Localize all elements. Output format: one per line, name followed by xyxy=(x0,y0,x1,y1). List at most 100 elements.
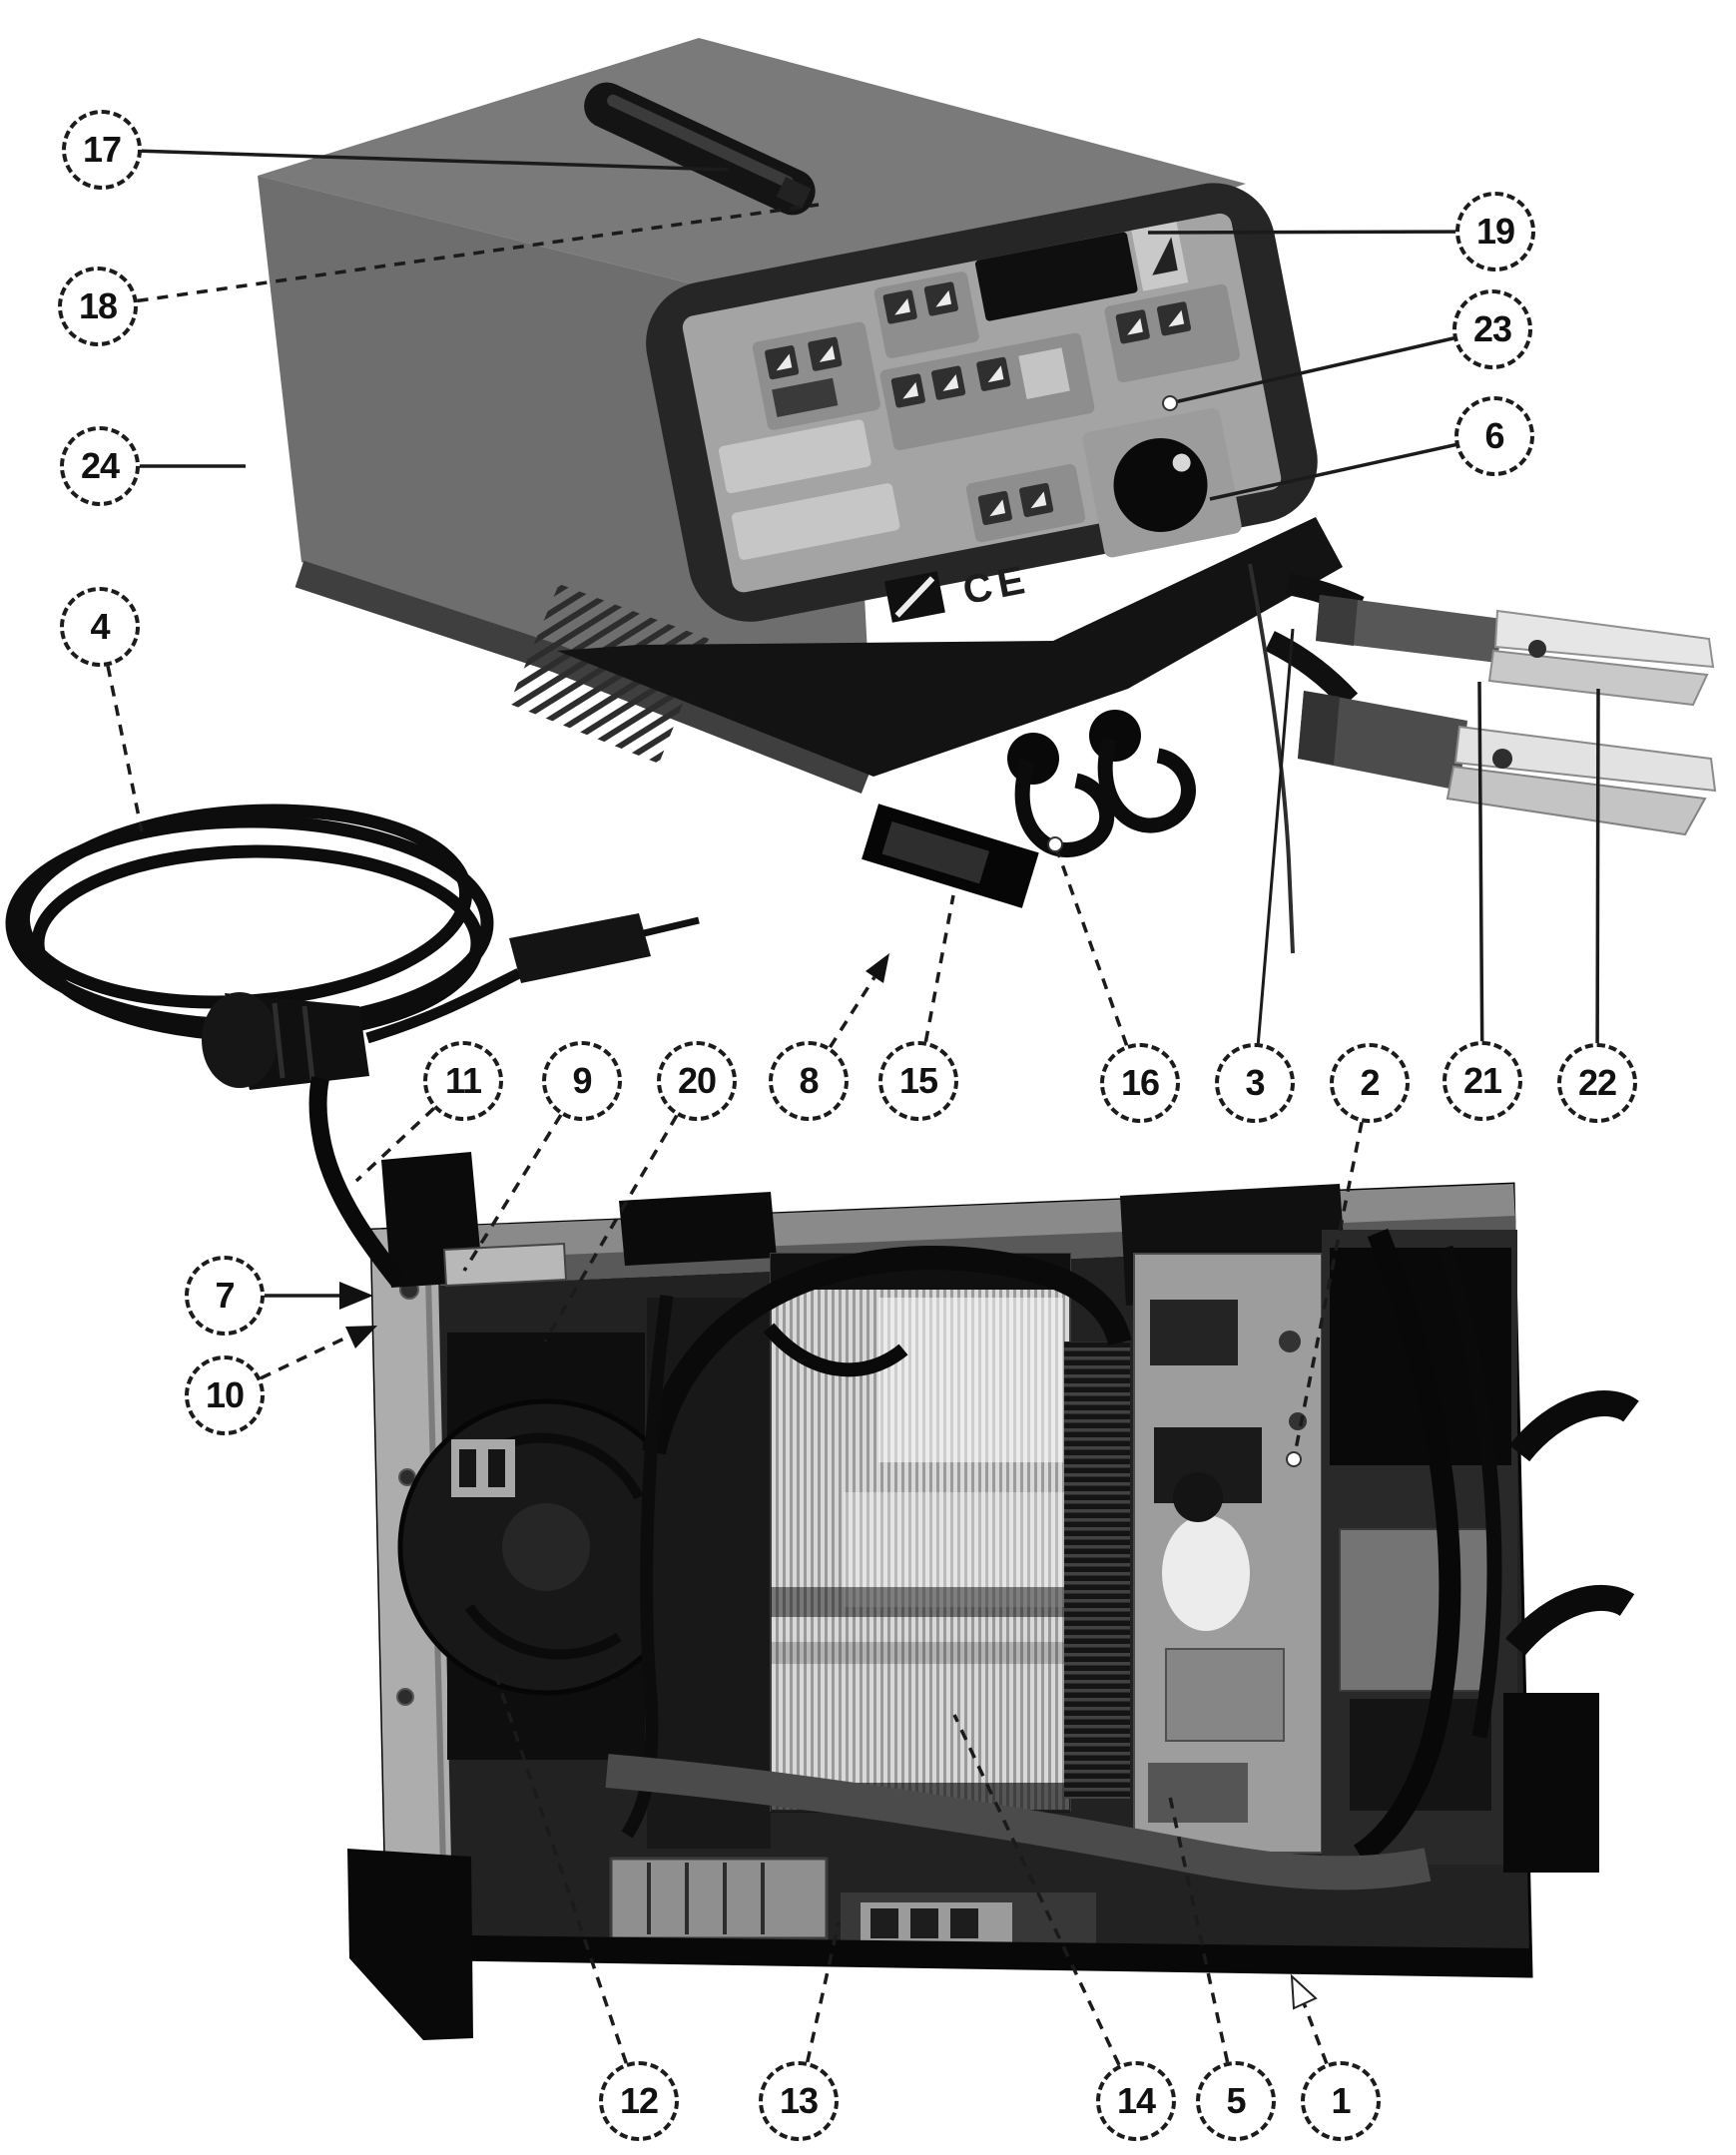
foot-left xyxy=(347,1849,473,2040)
leader-23-dot xyxy=(1162,395,1178,411)
cable-clamp-bracket xyxy=(442,1242,568,1288)
callout-8: 8 xyxy=(769,1041,849,1121)
callout-9: 9 xyxy=(542,1041,622,1121)
leader-18 xyxy=(97,203,820,308)
callout-9-label: 9 xyxy=(572,1060,592,1101)
callout-2: 2 xyxy=(1330,1043,1410,1123)
callout-17-label: 17 xyxy=(82,129,122,170)
callout-1: 1 xyxy=(1301,2061,1381,2141)
clamp-cable-lower xyxy=(1265,631,1359,709)
callout-19-label: 19 xyxy=(1475,211,1515,252)
leader-22 xyxy=(1595,688,1600,1084)
callout-21: 21 xyxy=(1443,1041,1522,1121)
callout-20-label: 20 xyxy=(677,1060,717,1101)
leader-3 xyxy=(1253,628,1295,1084)
leader-5 xyxy=(1168,1796,1238,2102)
leader-lines xyxy=(97,148,1600,2102)
control-pcb xyxy=(1133,1253,1323,1854)
leader-19 xyxy=(1147,230,1496,235)
callout-24: 24 xyxy=(60,426,140,506)
leader-16 xyxy=(1053,843,1142,1084)
foot-right xyxy=(1503,1693,1599,1873)
callout-7: 7 xyxy=(185,1256,265,1336)
transformer xyxy=(770,1253,1071,1813)
callout-19: 19 xyxy=(1455,192,1535,271)
callout-10: 10 xyxy=(185,1355,265,1435)
leader-23 xyxy=(1169,327,1493,405)
leader-21 xyxy=(1477,681,1484,1082)
battery-clamp-lower xyxy=(1298,691,1717,836)
leader-10-arrow xyxy=(345,1326,377,1348)
callout-3-label: 3 xyxy=(1245,1062,1265,1103)
leader-6 xyxy=(1209,434,1495,501)
callout-12-label: 12 xyxy=(619,2080,659,2121)
output-cables xyxy=(1007,710,1196,857)
leader-4 xyxy=(98,626,144,832)
callout-16: 16 xyxy=(1100,1043,1180,1123)
heatsink xyxy=(1064,1342,1130,1799)
callout-13: 13 xyxy=(759,2061,839,2141)
callout-23-label: 23 xyxy=(1472,308,1512,349)
hook-upper xyxy=(1508,1390,1639,1462)
base-housing xyxy=(557,517,1343,777)
callout-16-label: 16 xyxy=(1120,1062,1160,1103)
leader-20 xyxy=(543,1080,699,1343)
bracket-mid xyxy=(619,1192,777,1266)
leader-2-dot xyxy=(1286,1451,1302,1467)
callout-1-label: 1 xyxy=(1331,2080,1351,2121)
callout-10-label: 10 xyxy=(205,1374,245,1415)
digital-display xyxy=(974,232,1138,321)
leader-7-arrow xyxy=(339,1282,373,1310)
callout-14: 14 xyxy=(1096,2061,1176,2141)
rating-plate xyxy=(862,804,1039,908)
callout-22-label: 22 xyxy=(1577,1062,1617,1103)
mains-cable-entry xyxy=(308,1076,407,1288)
battery-clamp-upper xyxy=(1316,595,1715,707)
callout-24-label: 24 xyxy=(80,445,120,486)
leader-16-dot xyxy=(1047,836,1063,852)
vent-grille xyxy=(509,584,709,764)
sense-wire xyxy=(1248,563,1295,954)
callout-20: 20 xyxy=(657,1041,737,1121)
callout-14-label: 14 xyxy=(1116,2080,1156,2121)
charger-external-view: CE xyxy=(258,38,1717,954)
leader-12 xyxy=(493,1672,641,2102)
callout-12: 12 xyxy=(599,2061,679,2141)
callout-13-label: 13 xyxy=(779,2080,819,2121)
internal-view xyxy=(308,1076,1639,2040)
callout-23: 23 xyxy=(1452,289,1532,369)
leader-8-arrow xyxy=(866,953,889,983)
mains-cable-coil xyxy=(5,804,700,1090)
carry-handle xyxy=(584,82,816,216)
cable-connector xyxy=(509,913,651,983)
callout-6: 6 xyxy=(1454,396,1534,476)
leader-1 xyxy=(1301,1999,1343,2102)
leader-2 xyxy=(1292,1082,1372,1460)
callout-11: 11 xyxy=(423,1041,503,1121)
internal-wiring xyxy=(605,1228,1502,1890)
callout-4-label: 4 xyxy=(90,606,110,647)
leader-17 xyxy=(101,148,730,172)
callout-2-label: 2 xyxy=(1360,1062,1380,1103)
callout-17: 17 xyxy=(62,110,142,190)
leader-9 xyxy=(462,1080,584,1272)
callout-18: 18 xyxy=(58,267,138,346)
callout-15-label: 15 xyxy=(898,1060,938,1101)
callout-5-label: 5 xyxy=(1226,2080,1246,2121)
front-bezel: CE xyxy=(646,183,1318,623)
callout-21-label: 21 xyxy=(1462,1060,1502,1101)
callout-4: 4 xyxy=(60,587,140,667)
leader-1-arrow xyxy=(1290,1973,1318,2010)
rectifier-zone xyxy=(1322,1230,1517,1865)
callout-8-label: 8 xyxy=(799,1060,819,1101)
hook-lower xyxy=(1505,1585,1635,1656)
callout-3: 3 xyxy=(1215,1043,1295,1123)
callout-18-label: 18 xyxy=(78,285,118,326)
callout-7-label: 7 xyxy=(215,1275,235,1316)
callout-5: 5 xyxy=(1196,2061,1276,2141)
callout-22: 22 xyxy=(1557,1043,1637,1123)
callout-6-label: 6 xyxy=(1484,415,1504,456)
callout-15: 15 xyxy=(878,1041,958,1121)
